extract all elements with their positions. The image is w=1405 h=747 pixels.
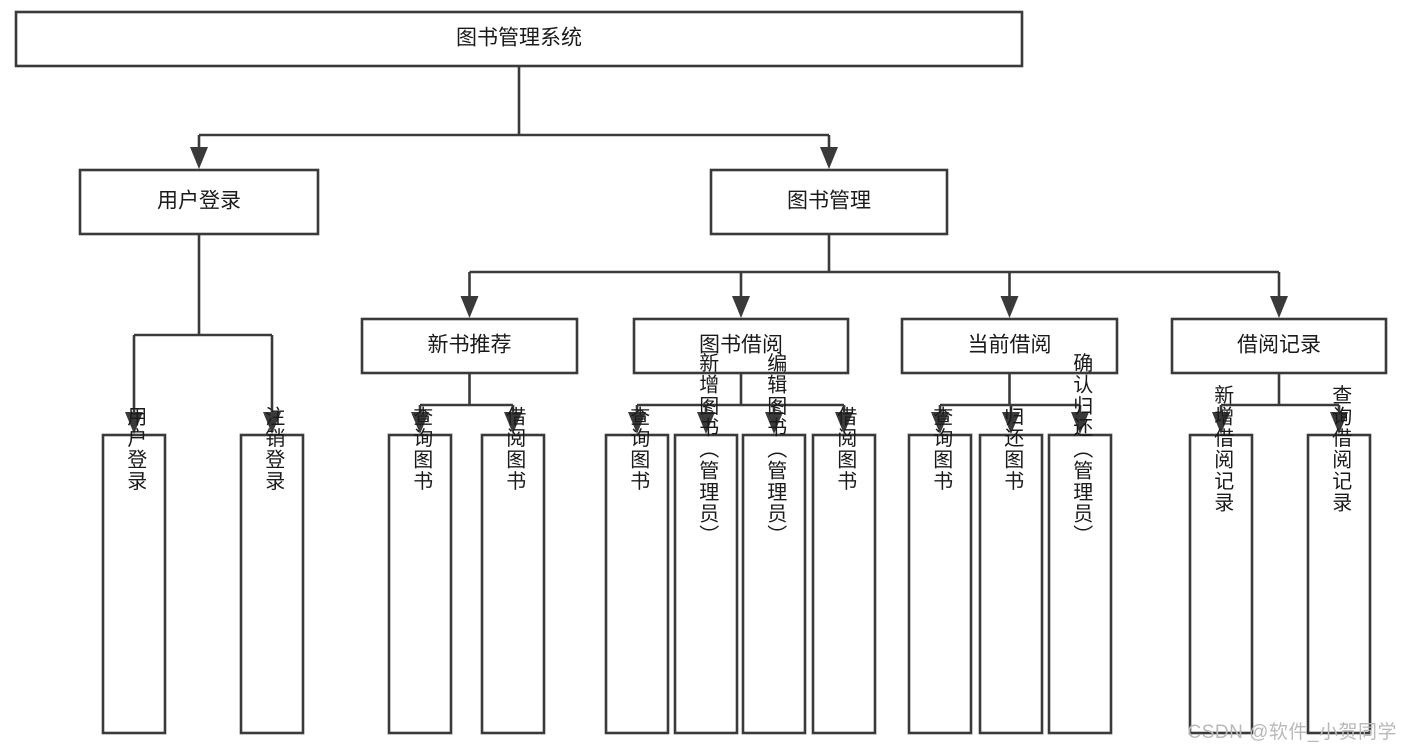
arrow-head-icon	[820, 147, 838, 169]
node-label: 新增借阅记录	[1211, 384, 1234, 513]
connector-layer	[125, 66, 1348, 434]
node-box	[101, 433, 167, 735]
arrow-head-icon	[1270, 296, 1288, 318]
node-box	[360, 317, 579, 375]
node-label: 查询图书	[410, 406, 433, 492]
arrow-head-icon	[628, 412, 646, 434]
node-l_query_book_c[interactable]: 查询图书	[907, 406, 973, 735]
arrow-head-icon	[1071, 412, 1089, 434]
node-box	[1170, 317, 1388, 375]
edge-group-n_borrow_record	[1212, 373, 1348, 434]
arrow-head-icon	[732, 296, 750, 318]
arrow-head-icon	[765, 412, 783, 434]
node-n_user_login[interactable]: 用户登录	[78, 168, 320, 236]
node-label: 图书借阅	[699, 334, 783, 357]
node-n_book_mgmt[interactable]: 图书管理	[709, 168, 949, 236]
node-label: 当前借阅	[968, 334, 1052, 357]
node-layer: 图书管理系统用户登录图书管理新书推荐图书借阅当前借阅借阅记录用户登录注销登录查询…	[14, 10, 1388, 735]
node-box	[1188, 433, 1254, 735]
node-label: 用户登录	[124, 406, 147, 492]
arrow-head-icon	[1002, 412, 1020, 434]
node-label: 查询图书	[930, 406, 953, 492]
node-label: 新增图书（管理员）	[696, 352, 719, 546]
arrow-head-icon	[835, 412, 853, 434]
node-box	[811, 433, 877, 735]
edge-group-n_book_borrow	[628, 373, 853, 434]
arrow-head-icon	[931, 412, 949, 434]
arrow-head-icon	[411, 412, 429, 434]
node-l_add_book[interactable]: 新增图书（管理员）	[673, 352, 739, 735]
node-l_add_record[interactable]: 新增借阅记录	[1188, 384, 1254, 735]
arrow-head-icon	[263, 412, 281, 434]
node-n_current_borrow[interactable]: 当前借阅	[900, 317, 1119, 375]
arrow-head-icon	[1212, 412, 1230, 434]
node-l_user_login[interactable]: 用户登录	[101, 406, 167, 735]
node-l_return_book[interactable]: 归还图书	[978, 406, 1044, 735]
arrow-head-icon	[1330, 412, 1348, 434]
node-l_logout[interactable]: 注销登录	[239, 406, 305, 735]
node-root[interactable]: 图书管理系统	[14, 10, 1024, 68]
edge-group-n_current_borrow	[931, 373, 1089, 434]
node-label: 归还图书	[1001, 406, 1024, 492]
node-box	[673, 433, 739, 735]
node-box	[978, 433, 1044, 735]
node-l_edit_book[interactable]: 编辑图书（管理员）	[741, 352, 807, 735]
node-box	[78, 168, 320, 236]
arrow-head-icon	[697, 412, 715, 434]
arrow-head-icon	[190, 147, 208, 169]
node-label: 借阅图书	[503, 406, 526, 492]
node-label: 查询图书	[627, 406, 650, 492]
node-label: 图书管理系统	[456, 27, 582, 50]
node-box	[239, 433, 305, 735]
node-label: 新书推荐	[428, 334, 512, 357]
node-box	[900, 317, 1119, 375]
node-n_new_book_rec[interactable]: 新书推荐	[360, 317, 579, 375]
node-l_confirm_return[interactable]: 确认归还（管理员）	[1047, 352, 1113, 735]
node-box	[1306, 433, 1372, 735]
node-l_borrow_book_a[interactable]: 借阅图书	[480, 406, 546, 735]
edge-group-root	[190, 66, 838, 169]
node-box	[387, 433, 453, 735]
arrow-head-icon	[460, 296, 479, 318]
node-box	[632, 317, 850, 375]
node-label: 用户登录	[157, 190, 241, 213]
arrow-head-icon	[125, 412, 143, 434]
node-label: 借阅记录	[1237, 334, 1321, 357]
node-l_borrow_book_b[interactable]: 借阅图书	[811, 406, 877, 735]
node-box	[480, 433, 546, 735]
node-label: 借阅图书	[834, 406, 857, 492]
arrow-head-icon	[504, 412, 522, 434]
node-label: 查询借阅记录	[1329, 384, 1352, 513]
arrow-head-icon	[1000, 296, 1019, 318]
node-box	[14, 10, 1024, 68]
node-l_query_book_b[interactable]: 查询图书	[604, 406, 670, 735]
node-n_borrow_record[interactable]: 借阅记录	[1170, 317, 1388, 375]
node-label: 确认归还（管理员）	[1070, 352, 1093, 546]
edge-group-n_book_mgmt	[460, 234, 1288, 318]
node-l_query_record[interactable]: 查询借阅记录	[1306, 384, 1372, 735]
node-box	[907, 433, 973, 735]
node-box	[741, 433, 807, 735]
node-label: 注销登录	[262, 406, 285, 492]
node-box	[1047, 433, 1113, 735]
node-box	[604, 433, 670, 735]
csdn-watermark: CSDN @软件_小贺同学	[1187, 722, 1397, 743]
edge-group-n_new_book_rec	[411, 373, 522, 434]
node-box	[709, 168, 949, 236]
node-label: 图书管理	[787, 190, 871, 213]
node-n_book_borrow[interactable]: 图书借阅	[632, 317, 850, 375]
node-label: 编辑图书（管理员）	[764, 352, 787, 546]
node-l_query_book_a[interactable]: 查询图书	[387, 406, 453, 735]
edge-group-n_user_login	[125, 234, 281, 434]
